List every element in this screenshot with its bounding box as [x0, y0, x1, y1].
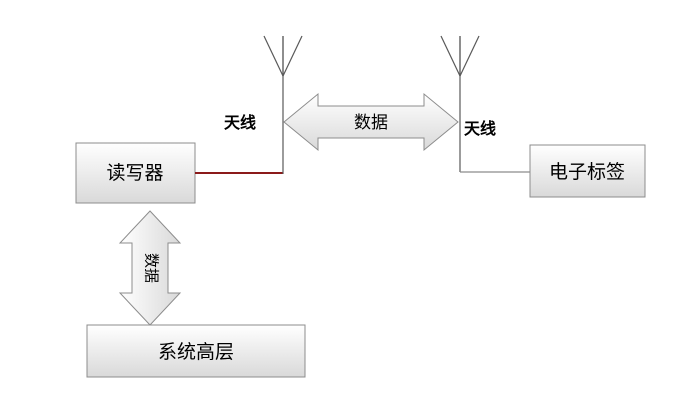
reader-antenna-icon [263, 35, 303, 77]
tag-antenna-icon [440, 35, 480, 77]
horizontal-data-arrow: 数据 [283, 92, 459, 152]
vertical-data-arrow: 数据 [118, 210, 182, 326]
reader-label: 读写器 [106, 162, 163, 184]
tag-label: 电子标签 [549, 161, 625, 183]
host-block: 系统高层 [86, 324, 306, 378]
reader-antenna-label: 天线 [224, 113, 256, 132]
vertical-arrow-label: 数据 [143, 253, 161, 283]
tag-antenna-label: 天线 [464, 119, 496, 138]
tag-block: 电子标签 [529, 144, 646, 198]
horizontal-arrow-label: 数据 [354, 113, 388, 133]
host-label: 系统高层 [158, 341, 234, 363]
reader-block: 读写器 [75, 142, 196, 204]
